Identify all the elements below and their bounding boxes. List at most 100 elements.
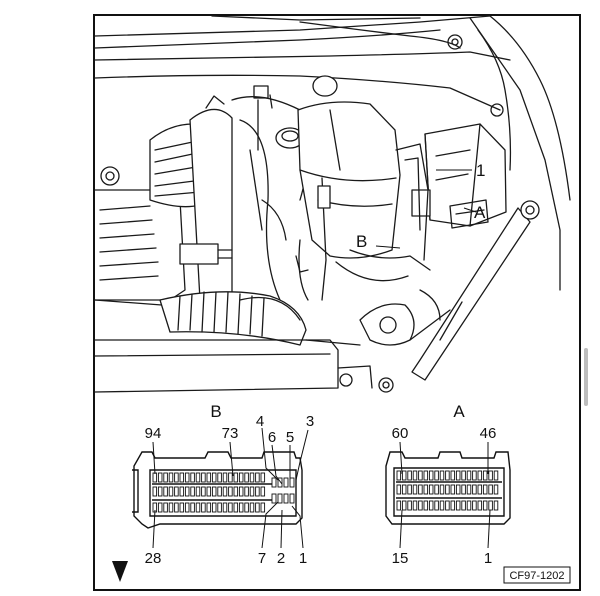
pin-cavity: [244, 472, 249, 483]
pin-cavity: [418, 500, 423, 511]
pin-cavity: [493, 470, 499, 481]
pin-cavity: [412, 470, 418, 481]
pin-a-60: 60: [392, 425, 409, 442]
pin-b-73: 73: [222, 425, 239, 442]
pin-cavity: [445, 484, 450, 495]
pin-cavity: [407, 470, 412, 481]
pin-cavity: [439, 500, 445, 511]
pin-cavity: [255, 502, 260, 513]
pin-cavity: [238, 472, 244, 483]
pin-a-15: 15: [392, 550, 409, 567]
pin-b-3: 3: [306, 413, 314, 430]
pin-cavity: [201, 486, 206, 497]
pin-cavity: [450, 500, 456, 511]
pin-cavity: [396, 500, 402, 511]
pin-b-1: 1: [299, 550, 307, 567]
pin-cavity: [428, 484, 434, 495]
pin-cavity: [277, 477, 283, 488]
pin-cavity: [401, 484, 407, 495]
pin-cavity: [211, 472, 217, 483]
pin-cavity: [477, 470, 483, 481]
pin-cavity: [418, 484, 423, 495]
pin-cavity: [434, 484, 439, 495]
pin-cavity: [228, 486, 233, 497]
pin-cavity: [461, 500, 466, 511]
pin-cavity: [195, 472, 201, 483]
pin-cavity: [283, 477, 289, 488]
pin-cavity: [260, 502, 266, 513]
pin-cavity: [233, 486, 239, 497]
pin-cavity: [493, 500, 499, 511]
pin-cavity: [201, 472, 206, 483]
pin-cavity: [217, 472, 222, 483]
pin-cavity: [157, 502, 163, 513]
label-connector-a-engine: A: [474, 203, 486, 222]
pin-cavity: [488, 484, 493, 495]
pin-cavity: [396, 484, 402, 495]
pin-cavity: [190, 502, 195, 513]
connector-a-pin-grid: [396, 470, 499, 511]
connector-b-pin-grid: [152, 472, 295, 513]
pin-b-28: 28: [145, 550, 162, 567]
pin-cavity: [477, 484, 483, 495]
pin-cavity: [174, 472, 179, 483]
pin-cavity: [466, 484, 472, 495]
pin-cavity: [289, 477, 295, 488]
pin-cavity: [488, 470, 493, 481]
connector-a-leaders: [399, 441, 491, 549]
pin-b-6: 6: [268, 429, 276, 446]
pin-cavity: [179, 486, 185, 497]
arrow-down-icon: [112, 561, 128, 582]
pin-cavity: [482, 484, 488, 495]
pin-cavity: [190, 486, 195, 497]
pin-cavity: [179, 472, 185, 483]
pin-cavity: [401, 470, 407, 481]
pin-cavity: [233, 502, 239, 513]
leader-line-connector-A: [463, 207, 477, 213]
pin-cavity: [174, 502, 179, 513]
connector-b-title: B: [210, 402, 221, 421]
pin-cavity: [190, 472, 195, 483]
pin-cavity: [228, 472, 233, 483]
pin-cavity: [222, 486, 228, 497]
pin-cavity: [255, 486, 260, 497]
pin-cavity: [195, 486, 201, 497]
reference-code: CF97-1202: [509, 570, 564, 582]
pin-cavity: [174, 486, 179, 497]
pin-cavity: [482, 500, 488, 511]
pin-cavity: [233, 472, 239, 483]
pin-cavity: [428, 470, 434, 481]
pin-cavity: [423, 470, 429, 481]
pin-a-1: 1: [484, 550, 492, 567]
pin-cavity: [249, 486, 255, 497]
pin-cavity: [401, 500, 407, 511]
pin-cavity: [217, 502, 222, 513]
pin-cavity: [396, 470, 402, 481]
pin-cavity: [244, 486, 249, 497]
pin-cavity: [211, 502, 217, 513]
pin-cavity: [418, 470, 423, 481]
pin-cavity: [455, 470, 461, 481]
pin-cavity: [439, 470, 445, 481]
scrollbar[interactable]: [584, 348, 588, 406]
pin-cavity: [428, 500, 434, 511]
pin-cavity: [260, 486, 266, 497]
pin-cavity: [206, 502, 212, 513]
pin-cavity: [260, 472, 266, 483]
pin-cavity: [255, 472, 260, 483]
pin-b-7: 7: [258, 550, 266, 567]
engine-bay-illustration: [94, 15, 571, 393]
pin-cavity: [466, 470, 472, 481]
pin-cavity: [450, 470, 456, 481]
pin-cavity: [412, 500, 418, 511]
label-part-1: 1: [476, 161, 485, 180]
leader-line-connector-B: [375, 245, 401, 249]
pin-cavity: [184, 472, 190, 483]
pin-cavity: [211, 486, 217, 497]
pin-cavity: [482, 470, 488, 481]
label-connector-b-engine: B: [356, 232, 367, 251]
connector-a-title: A: [453, 402, 465, 421]
pin-a-46: 46: [480, 425, 497, 442]
pin-cavity: [477, 500, 483, 511]
